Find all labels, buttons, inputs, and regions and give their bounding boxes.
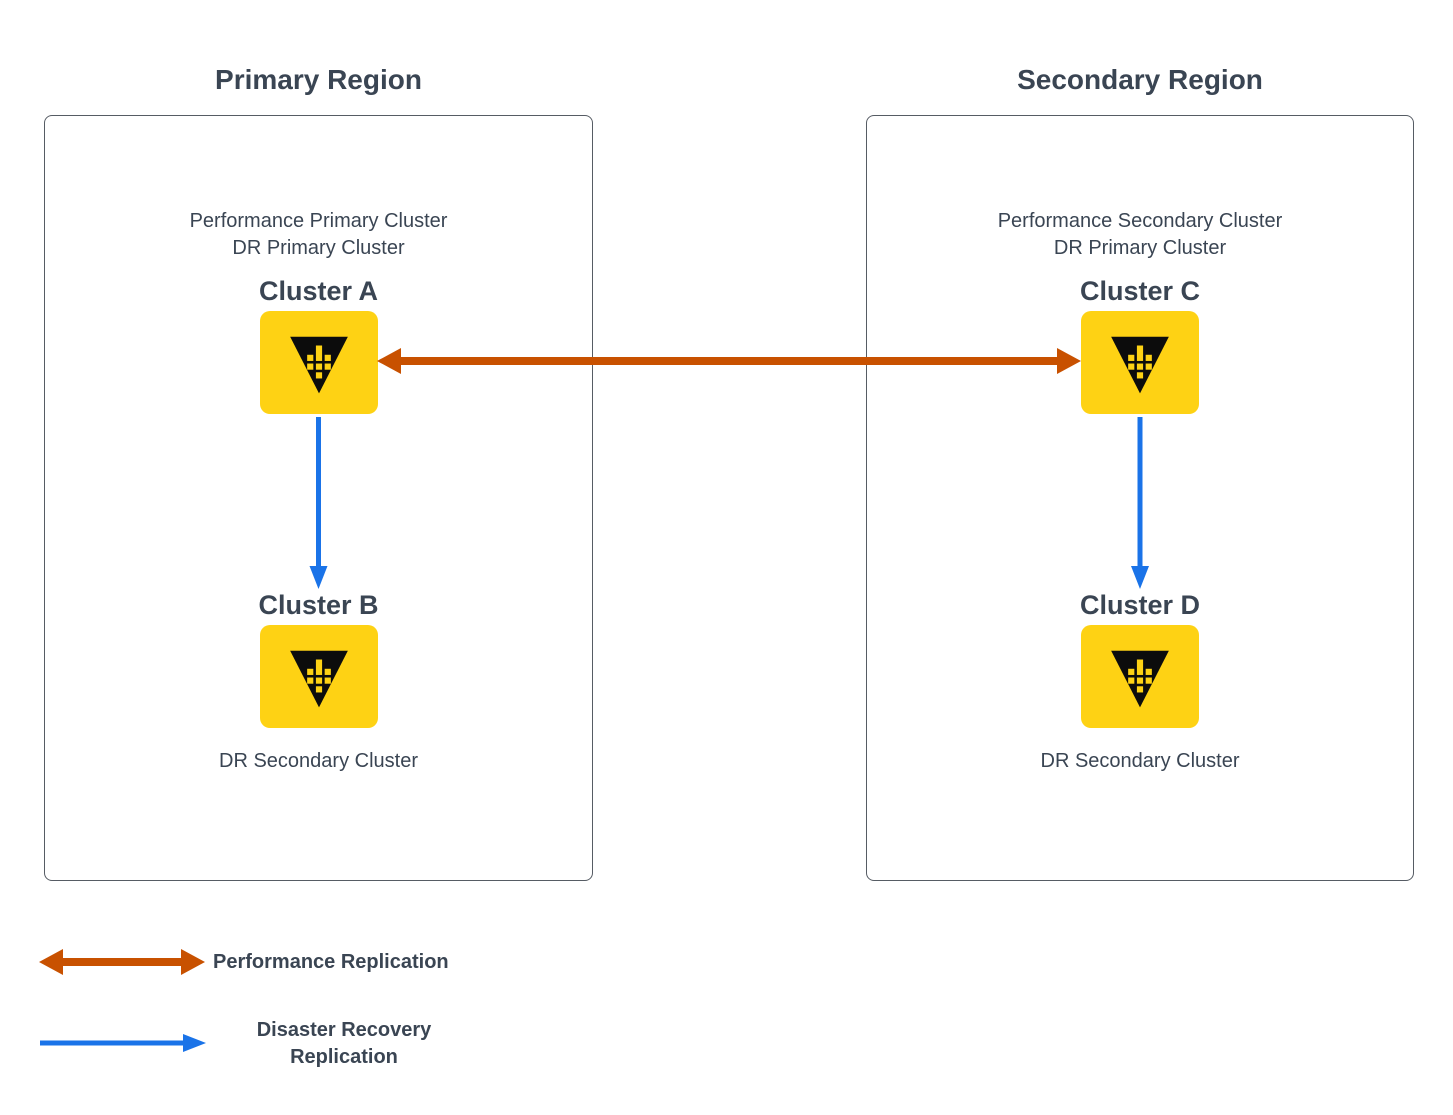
cluster-c-label: Cluster C bbox=[1079, 276, 1201, 306]
legend-dr-arrow bbox=[40, 1034, 206, 1052]
legend-performance-label: Performance Replication bbox=[213, 951, 449, 973]
primary-region-box: Performance Primary Cluster DR Primary C… bbox=[44, 115, 593, 881]
vault-icon-cluster-b bbox=[259, 625, 378, 728]
secondary-region-box: Performance Secondary Cluster DR Primary… bbox=[866, 115, 1414, 881]
cluster-c-role-line-1: Performance Secondary Cluster bbox=[997, 210, 1283, 232]
vault-logo-icon bbox=[1111, 650, 1169, 708]
vault-logo-icon bbox=[289, 336, 348, 394]
cluster-c-role-line-2: DR Primary Cluster bbox=[1053, 237, 1227, 259]
cluster-d-label: Cluster D bbox=[1079, 590, 1201, 620]
cluster-d-caption: DR Secondary Cluster bbox=[1040, 750, 1240, 772]
vault-icon-cluster-a bbox=[259, 311, 378, 414]
vault-logo-icon bbox=[289, 650, 348, 708]
vault-icon-cluster-d bbox=[1081, 625, 1199, 728]
legend-performance-arrow bbox=[39, 949, 205, 975]
cluster-a-role-line-1: Performance Primary Cluster bbox=[189, 210, 448, 232]
legend-dr-label: Disaster Recovery Replication bbox=[256, 1019, 432, 1068]
cluster-a-role-line-2: DR Primary Cluster bbox=[232, 237, 405, 259]
cluster-c-roles: Performance Secondary Cluster DR Primary… bbox=[867, 208, 1413, 262]
cluster-b-caption: DR Secondary Cluster bbox=[219, 750, 418, 772]
vault-icon-cluster-c bbox=[1081, 311, 1199, 414]
cluster-b-label: Cluster B bbox=[258, 590, 379, 620]
cluster-a-label: Cluster A bbox=[258, 276, 379, 306]
cluster-a-roles: Performance Primary Cluster DR Primary C… bbox=[45, 208, 592, 262]
primary-region-title: Primary Region bbox=[215, 64, 422, 95]
secondary-region-title: Secondary Region bbox=[1017, 64, 1263, 95]
vault-logo-icon bbox=[1111, 336, 1169, 394]
